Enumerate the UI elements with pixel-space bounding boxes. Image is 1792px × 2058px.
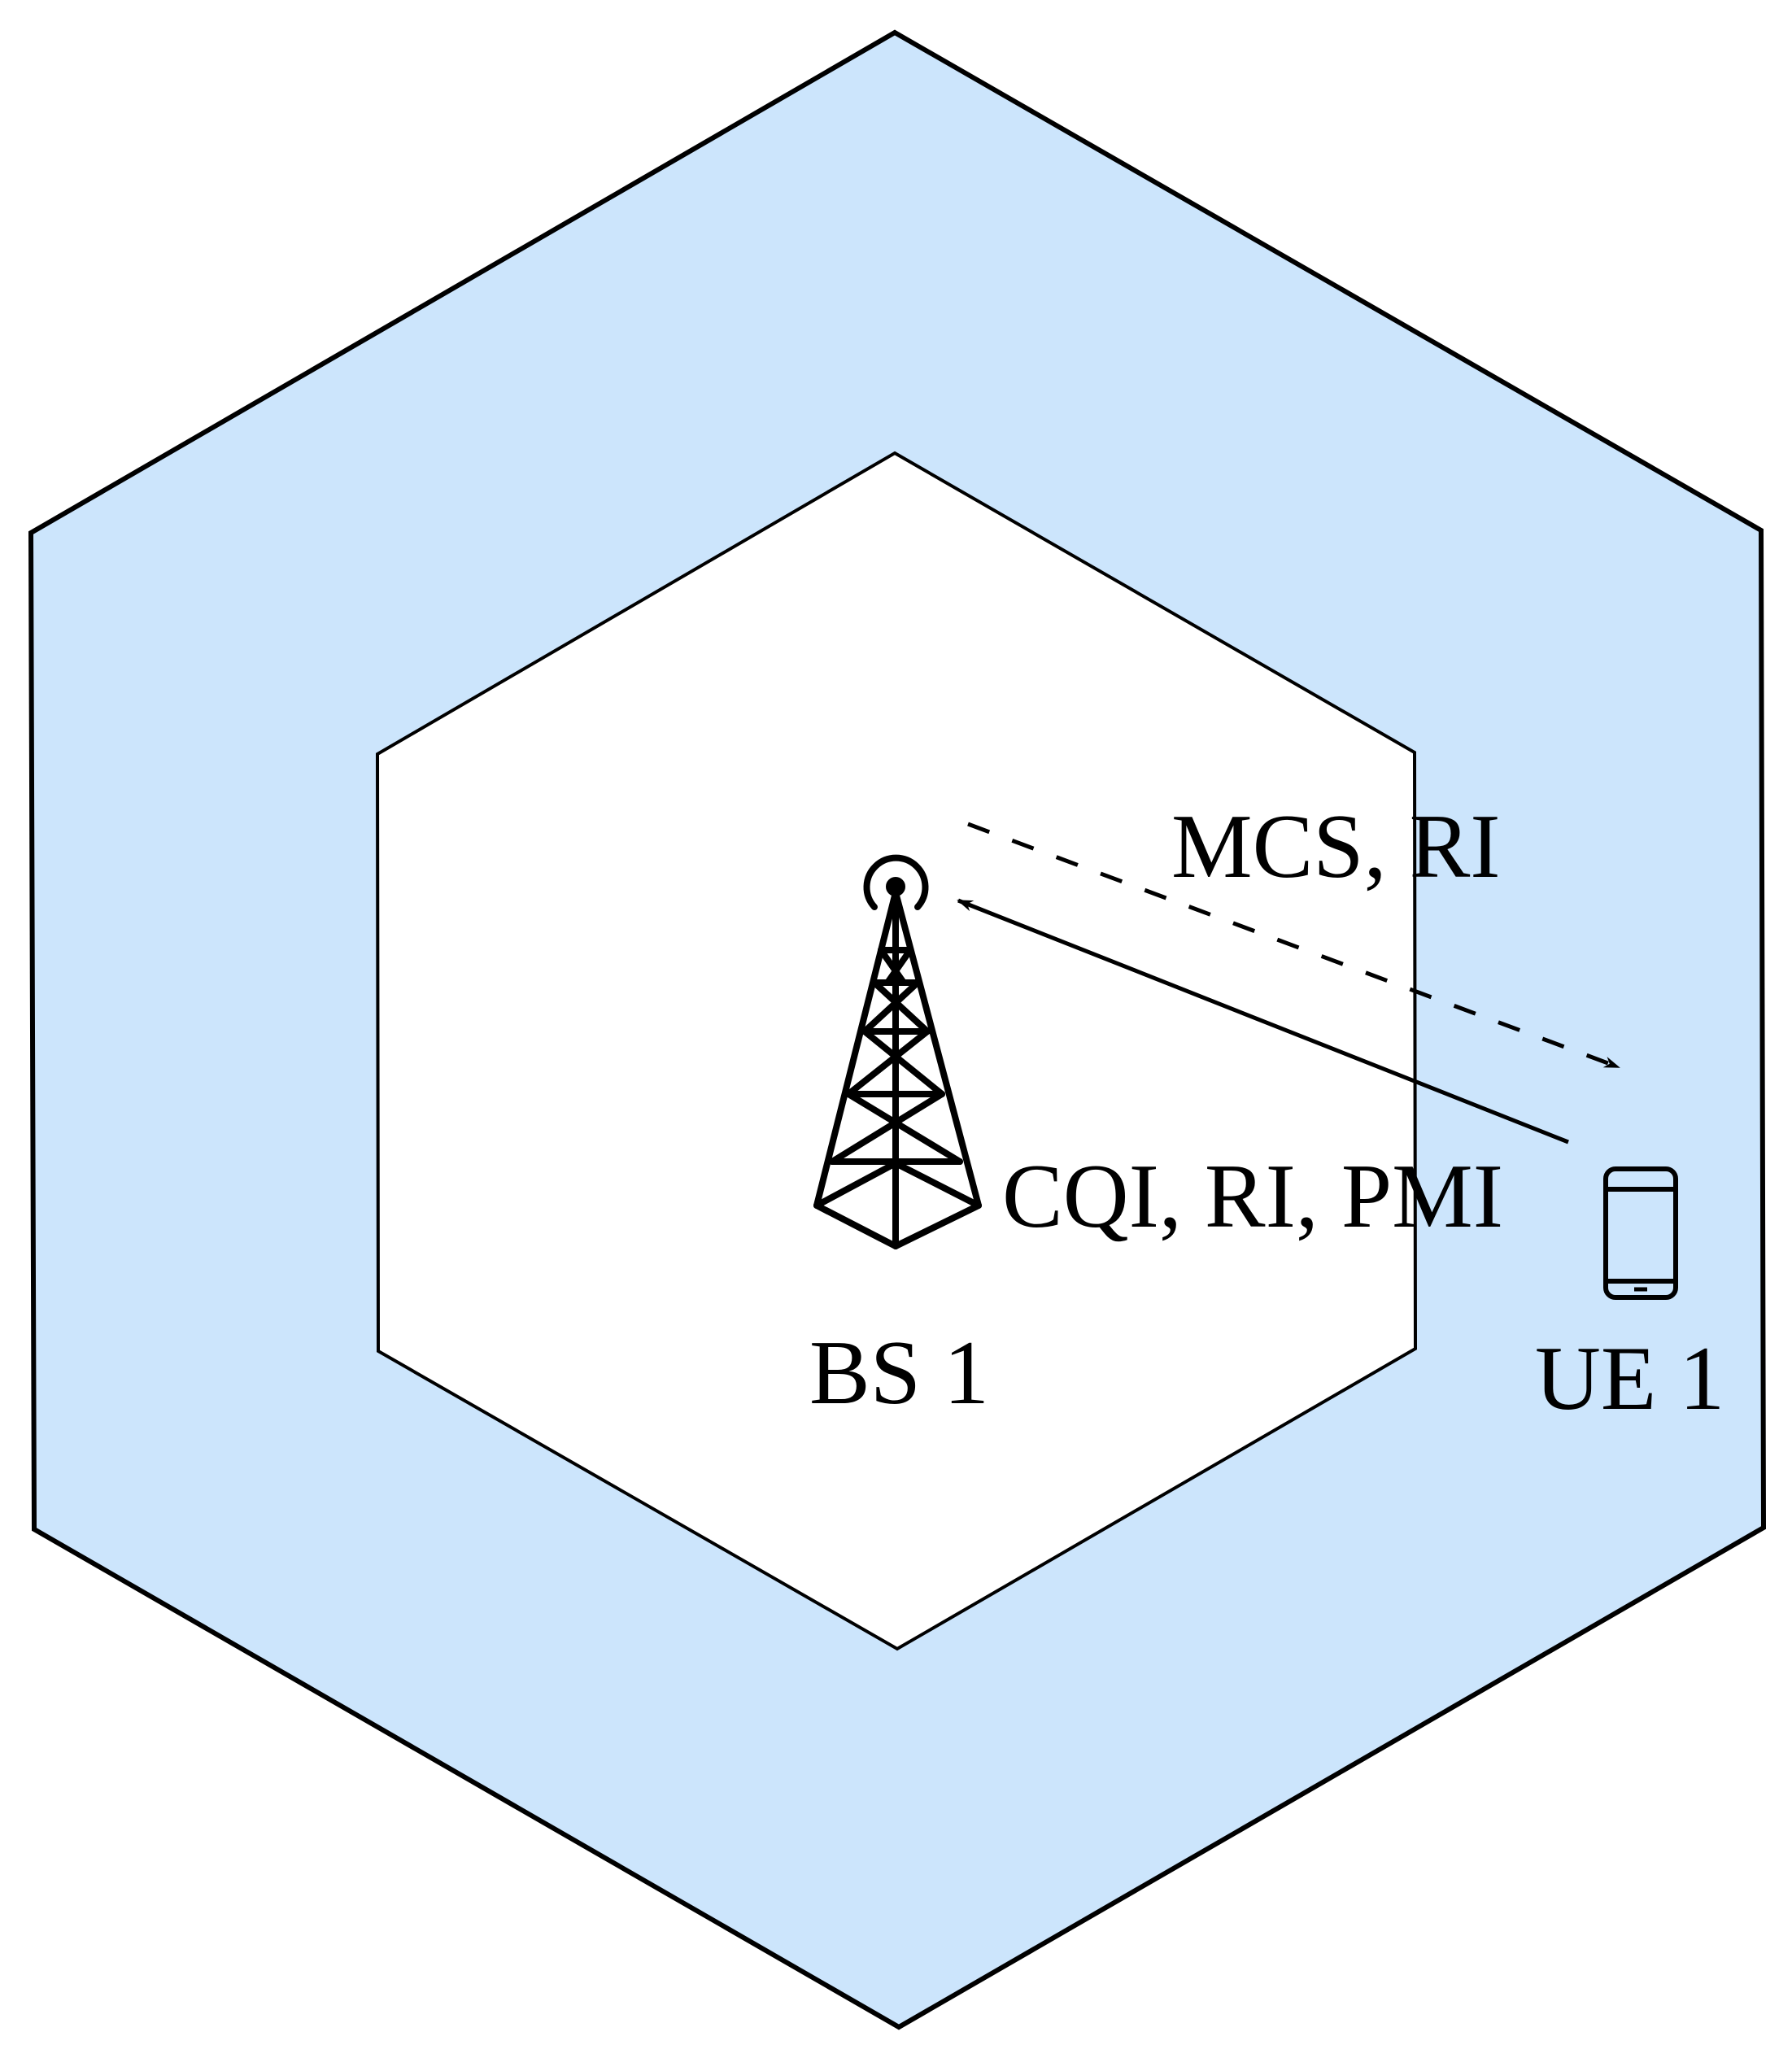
user-equipment-label: UE 1: [1535, 1328, 1724, 1429]
uplink-arrow: [957, 898, 1569, 1145]
downlink-label: MCS, RI: [1171, 796, 1501, 897]
base-station-label: BS 1: [809, 1323, 989, 1424]
downlink-arrow: [967, 822, 1620, 1070]
uplink-label: CQI, RI, PMI: [1002, 1146, 1503, 1247]
cell-tower-icon: [813, 854, 982, 1249]
smartphone-icon: [1603, 1166, 1678, 1300]
